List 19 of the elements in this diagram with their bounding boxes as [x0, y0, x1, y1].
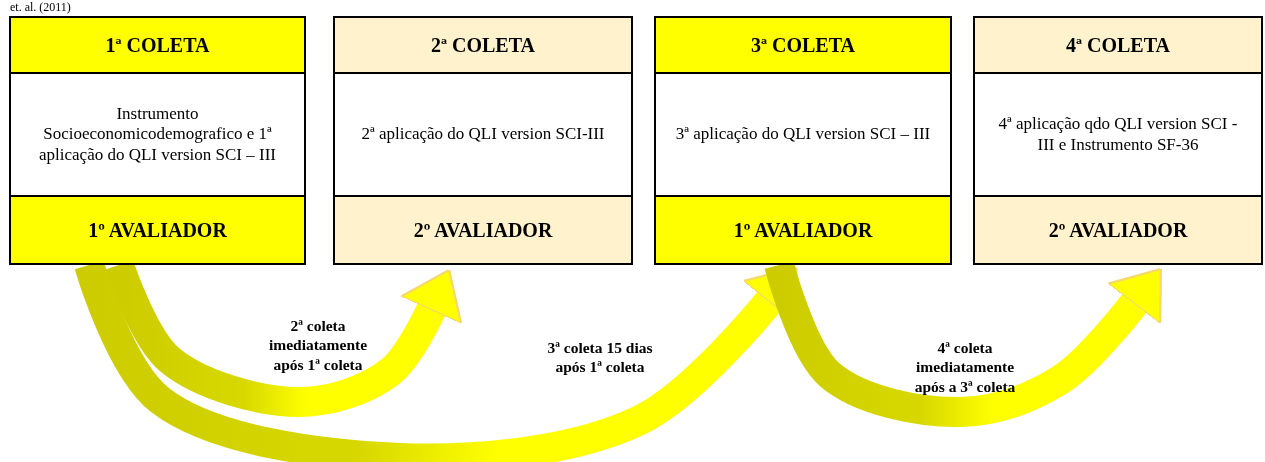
stage-card — [9, 16, 306, 265]
evaluator-label: 1º AVALIADOR — [656, 195, 950, 263]
evaluator-label: 2º AVALIADOR — [975, 195, 1261, 263]
description-text: 3ª aplicação do QLI version SCI – III — [674, 123, 932, 146]
stage-card — [333, 16, 633, 265]
edge-label: 4ª coleta imediatamente após a 3ª coleta — [913, 337, 1017, 397]
stage-title: 1ª COLETA — [11, 18, 304, 74]
description-text: 2ª aplicação do QLI version SCI-III — [360, 123, 606, 146]
stage-title: 3ª COLETA — [656, 18, 950, 74]
stage-title: 2ª COLETA — [335, 18, 631, 74]
description-text: 4ª aplicação qdo QLI version SCI - III e Instrumento SF-36 — [997, 113, 1239, 156]
description-text: Instrumento Socioeconomicodemografico e 1ª aplicação do QLI version SCI – III — [38, 102, 277, 166]
stage-title: 4ª COLETA — [975, 18, 1261, 74]
edge-label: 3ª coleta 15 dias após 1ª coleta — [546, 337, 654, 377]
stage-card — [973, 16, 1263, 265]
evaluator-label: 2º AVALIADOR — [335, 195, 631, 263]
edge-label: 2ª coleta imediatamente após 1ª coleta — [267, 315, 369, 375]
evaluator-label: 1º AVALIADOR — [11, 195, 304, 263]
stage-card — [654, 16, 952, 265]
